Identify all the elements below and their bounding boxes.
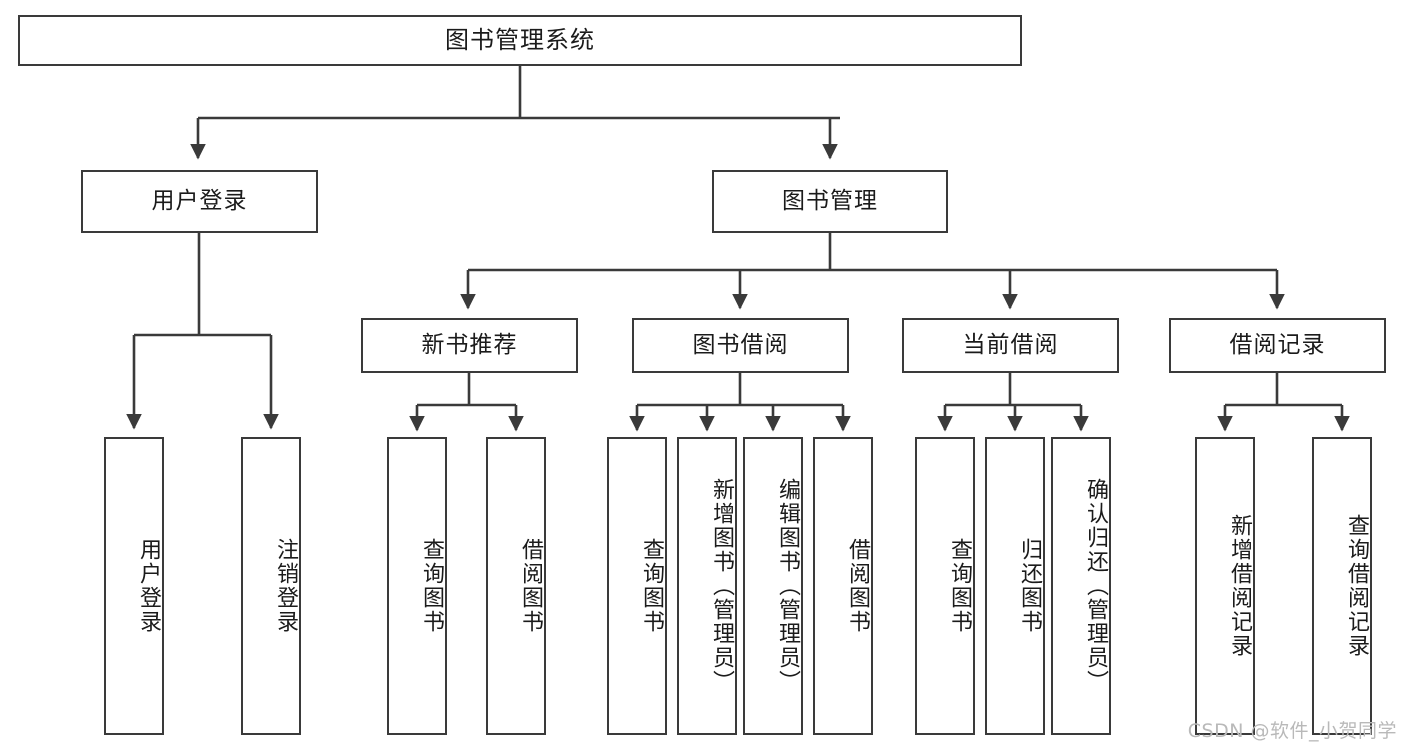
node-book-management[interactable]: 图书管理 <box>712 170 948 233</box>
node-label: 归还图书 <box>1017 538 1042 634</box>
node-label: 用户登录 <box>151 187 248 214</box>
leaf-edit-book[interactable]: 编辑图书（管理员） <box>743 437 803 735</box>
leaf-query-record[interactable]: 查询借阅记录 <box>1312 437 1372 735</box>
node-label: 借阅图书 <box>518 538 543 634</box>
leaf-query-book-1[interactable]: 查询图书 <box>387 437 447 735</box>
node-label: 注销登录 <box>273 538 298 634</box>
node-label: 图书管理 <box>782 187 878 214</box>
node-label: 查询图书 <box>419 538 444 634</box>
node-new-book-recommend[interactable]: 新书推荐 <box>361 318 578 373</box>
node-label: 新增借阅记录 <box>1227 514 1252 658</box>
leaf-return-book[interactable]: 归还图书 <box>985 437 1045 735</box>
leaf-borrow-book-2[interactable]: 借阅图书 <box>813 437 873 735</box>
node-label: 图书借阅 <box>692 331 789 358</box>
node-root-book-management-system[interactable]: 图书管理系统 <box>18 15 1022 66</box>
leaf-query-book-2[interactable]: 查询图书 <box>607 437 667 735</box>
leaf-borrow-book-1[interactable]: 借阅图书 <box>486 437 546 735</box>
node-label: 借阅记录 <box>1229 331 1326 358</box>
node-label: 图书管理系统 <box>445 26 595 55</box>
node-book-borrow[interactable]: 图书借阅 <box>632 318 849 373</box>
node-label: 新书推荐 <box>421 331 518 358</box>
node-label: 新增图书（管理员） <box>709 478 734 694</box>
node-label: 借阅图书 <box>845 538 870 634</box>
node-borrow-record[interactable]: 借阅记录 <box>1169 318 1386 373</box>
node-label: 用户登录 <box>136 538 161 634</box>
leaf-query-book-3[interactable]: 查询图书 <box>915 437 975 735</box>
watermark: CSDN @软件_小贺同学 <box>1187 720 1397 742</box>
node-user-login[interactable]: 用户登录 <box>81 170 318 233</box>
leaf-add-record[interactable]: 新增借阅记录 <box>1195 437 1255 735</box>
node-label: 查询图书 <box>639 538 664 634</box>
node-label: 编辑图书（管理员） <box>775 478 800 694</box>
leaf-confirm-return[interactable]: 确认归还（管理员） <box>1051 437 1111 735</box>
node-label: 查询借阅记录 <box>1344 514 1369 658</box>
node-current-borrow[interactable]: 当前借阅 <box>902 318 1119 373</box>
leaf-add-book[interactable]: 新增图书（管理员） <box>677 437 737 735</box>
node-label: 当前借阅 <box>962 331 1059 358</box>
node-label: 查询图书 <box>947 538 972 634</box>
leaf-user-login[interactable]: 用户登录 <box>104 437 164 735</box>
leaf-logout-login[interactable]: 注销登录 <box>241 437 301 735</box>
node-label: 确认归还（管理员） <box>1083 478 1108 694</box>
